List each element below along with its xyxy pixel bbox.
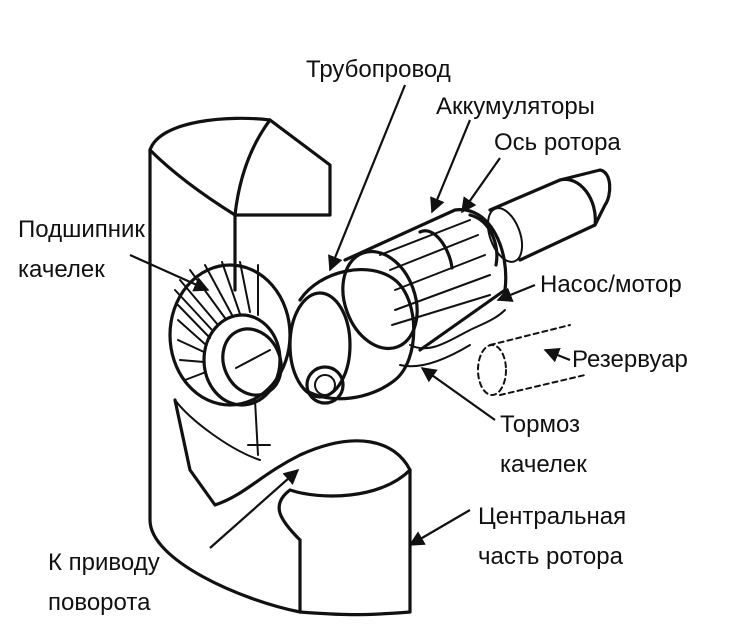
rotor-frame bbox=[148, 116, 412, 617]
arrow-gimbal-brake bbox=[420, 367, 496, 421]
reservoir bbox=[477, 324, 586, 396]
arrow-rotation-drive bbox=[209, 468, 300, 549]
label-pump-motor: Насос/мотор bbox=[540, 271, 682, 298]
gimbal-bearing bbox=[168, 261, 292, 456]
label-gimbal-brake-line2: качелек bbox=[500, 451, 587, 478]
arrow-central-rotor bbox=[408, 509, 471, 546]
pump-motor-assembly bbox=[341, 168, 612, 368]
arrow-accumulators bbox=[430, 119, 472, 214]
label-gimbal-brake-line1: Тормоз bbox=[500, 411, 581, 438]
label-rotation-drive-line1: К приводу bbox=[48, 549, 160, 576]
label-rotor-axis: Ось ротора bbox=[494, 129, 621, 156]
arrow-pump-motor bbox=[496, 283, 536, 302]
label-accumulators: Аккумуляторы bbox=[436, 93, 595, 120]
arrow-gimbal-bearing bbox=[129, 253, 210, 292]
label-central-rotor-line1: Центральная bbox=[478, 503, 627, 530]
arrow-reservoir bbox=[543, 347, 571, 363]
label-central-rotor-line2: часть ротора bbox=[478, 543, 623, 570]
label-gimbal-bearing-line2: качелек bbox=[18, 256, 105, 283]
label-pipeline: Трубопровод bbox=[306, 56, 451, 83]
label-rotation-drive-line2: поворота bbox=[48, 589, 151, 616]
arrow-pipeline bbox=[328, 84, 407, 272]
leader-lines bbox=[129, 84, 571, 549]
arrow-rotor-axis bbox=[461, 157, 501, 214]
label-reservoir: Резервуар bbox=[572, 346, 688, 373]
label-gimbal-bearing-line1: Подшипник bbox=[18, 216, 145, 243]
